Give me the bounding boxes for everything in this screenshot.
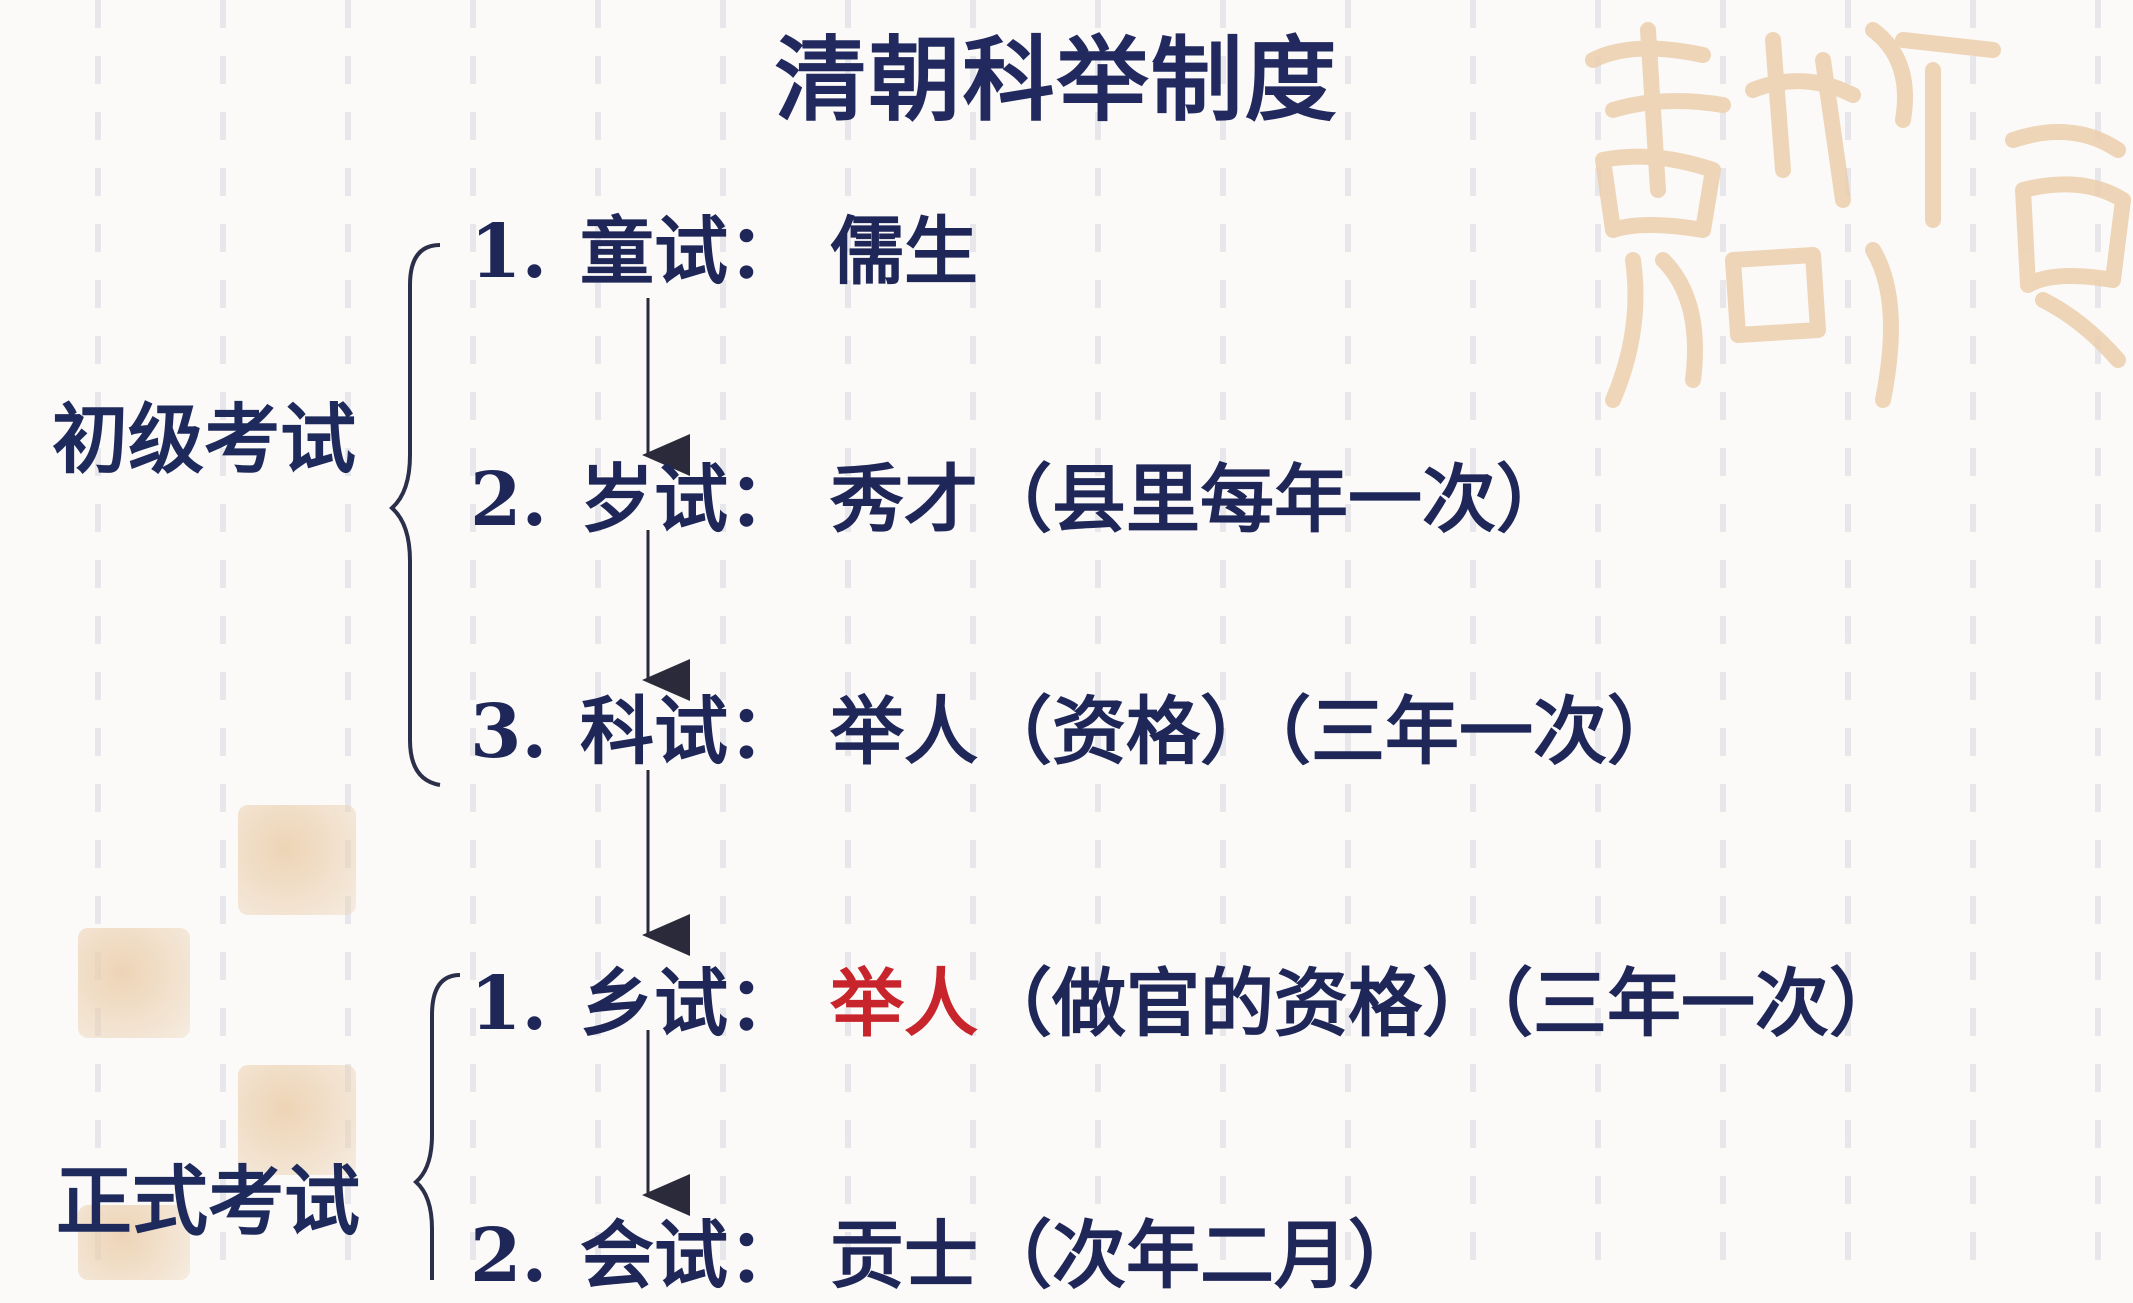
brace-formal [412, 973, 461, 1280]
exam-note: （次年二月） [978, 1213, 1422, 1299]
exam-note: （资格）（三年一次） [978, 689, 1681, 775]
exam-note: （做官的资格）（三年一次） [978, 961, 1903, 1047]
exam-result: 举人 [830, 689, 978, 775]
brace-primary [388, 243, 441, 787]
exam-result: 儒生 [830, 209, 978, 295]
group-label-primary: 初级考试 [52, 395, 356, 484]
seal-stamp-icon [78, 928, 190, 1038]
exam-result: 秀才 [830, 457, 978, 543]
step-number: 2. [470, 1213, 548, 1299]
exam-row: 2. 岁试： 秀才 （县里每年一次） [470, 440, 1570, 547]
seal-stamp-icon [238, 1065, 356, 1175]
exam-name: 乡试： [580, 961, 802, 1047]
calligraphy-watermark-icon [1585, 22, 2131, 408]
exam-result: 贡士 [830, 1213, 978, 1299]
exam-name: 会试： [580, 1213, 802, 1299]
exam-name: 科试： [580, 689, 802, 775]
exam-row: 1. 童试： 儒生 [470, 192, 978, 299]
exam-note: （县里每年一次） [978, 457, 1570, 543]
seal-stamp-icon [238, 805, 356, 915]
group-label-formal: 正式考试 [56, 1157, 360, 1246]
step-number: 1. [470, 209, 548, 295]
exam-row: 2. 会试： 贡士 （次年二月） [470, 1196, 1422, 1303]
page-title: 清朝科举制度 [774, 27, 1339, 134]
exam-name: 童试： [580, 209, 802, 295]
step-number: 3. [470, 689, 548, 775]
exam-row: 1. 乡试： 举人 （做官的资格）（三年一次） [470, 944, 1903, 1051]
exam-name: 岁试： [580, 457, 802, 543]
exam-result-highlight: 举人 [830, 961, 978, 1047]
exam-row: 3. 科试： 举人 （资格）（三年一次） [470, 672, 1681, 779]
step-number: 1. [470, 961, 548, 1047]
step-number: 2. [470, 457, 548, 543]
seal-stamp-icon [78, 1205, 190, 1280]
